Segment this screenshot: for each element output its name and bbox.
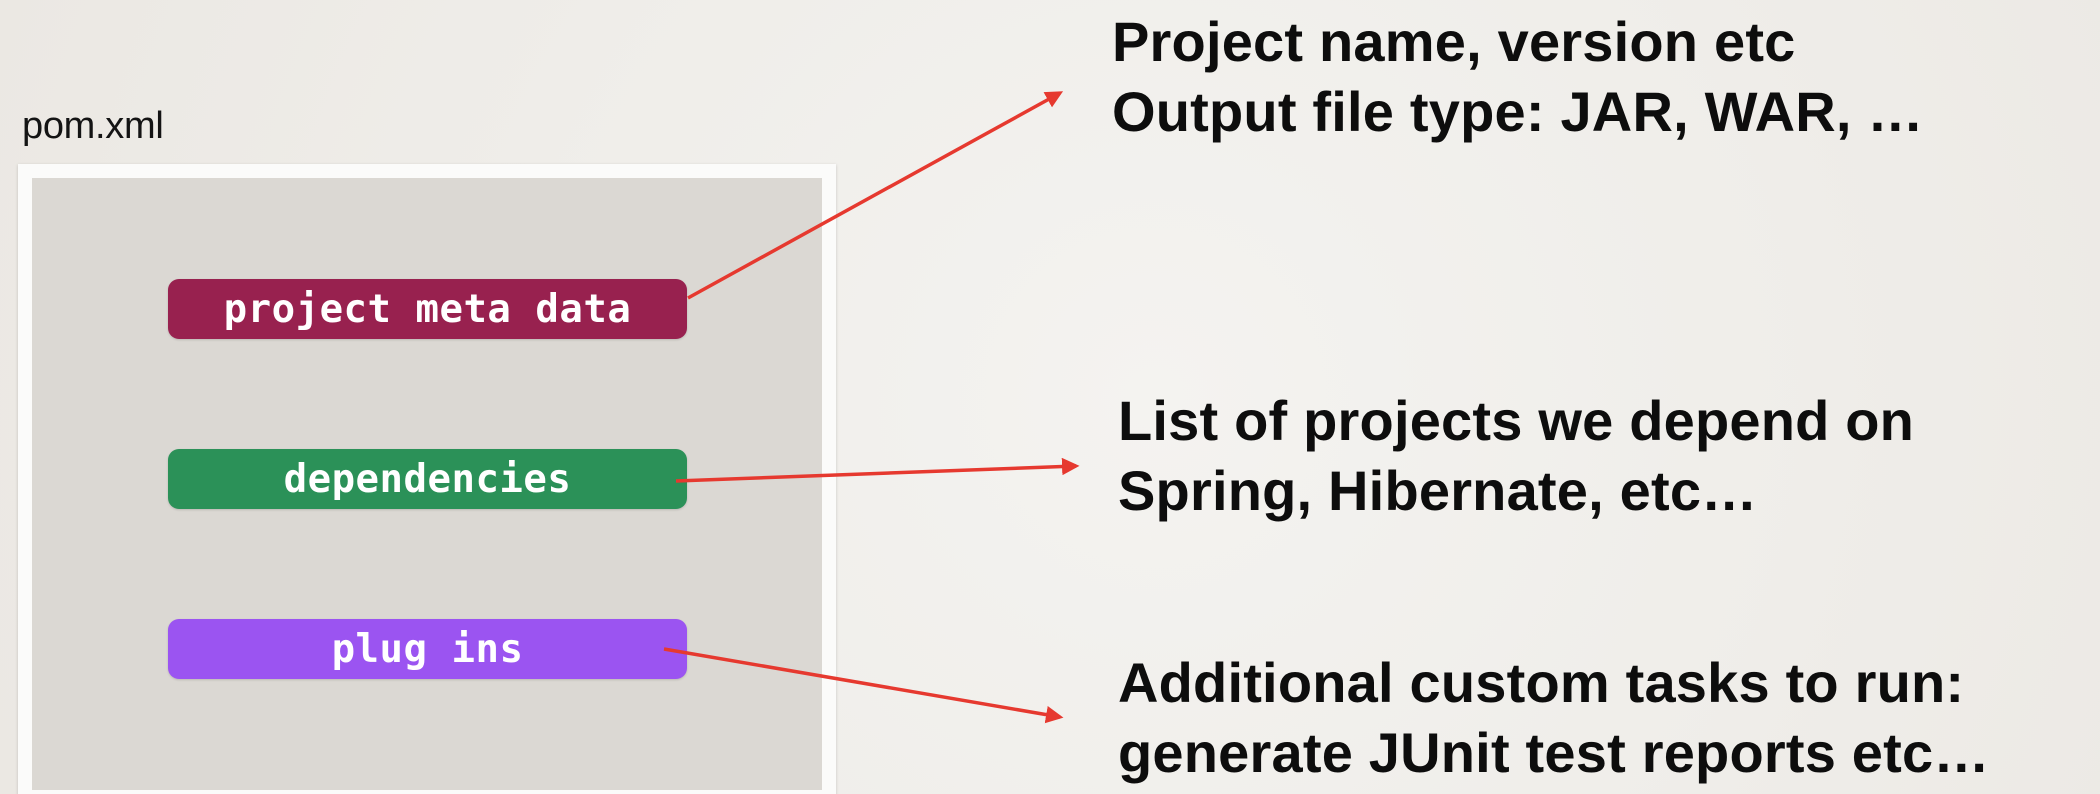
plugins-description: Additional custom tasks to run: generate… [1118, 648, 1990, 788]
dependencies-description: List of projects we depend on Spring, Hi… [1118, 386, 1914, 526]
dependencies-box: dependencies [168, 449, 687, 509]
dependencies-description-line: Spring, Hibernate, etc… [1118, 459, 1758, 522]
meta-description-line: Output file type: JAR, WAR, … [1112, 80, 1924, 143]
project-meta-data-box: project meta data [168, 279, 687, 339]
meta-description-line: Project name, version etc [1112, 10, 1796, 73]
plugins-description-line: generate JUnit test reports etc… [1118, 721, 1990, 784]
dependencies-description-line: List of projects we depend on [1118, 389, 1915, 452]
plugins-box: plug ins [168, 619, 687, 679]
plugins-description-line: Additional custom tasks to run: [1118, 651, 1965, 714]
meta-description: Project name, version etc Output file ty… [1112, 7, 1924, 147]
file-label: pom.xml [22, 105, 164, 147]
